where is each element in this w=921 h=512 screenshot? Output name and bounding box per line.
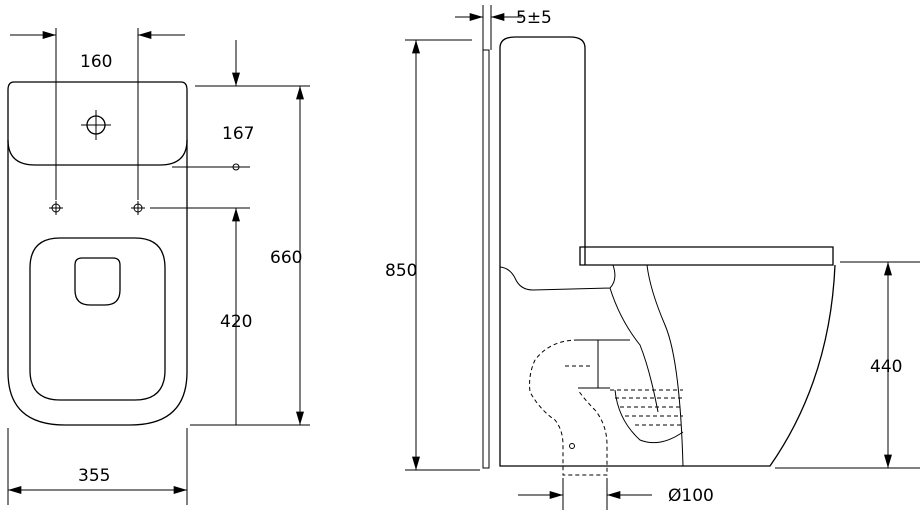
bowl — [499, 264, 836, 467]
dim-355: 355 — [78, 466, 110, 486]
dim-167: 167 — [222, 124, 254, 144]
bolt-hole-icon — [49, 201, 145, 215]
seat-lid — [579, 246, 834, 266]
side-view: 5±5 850 440 Ø100 — [385, 5, 920, 510]
dim-440: 440 — [870, 357, 902, 377]
flush-hole-icon — [81, 110, 111, 140]
plan-outline — [7, 81, 188, 426]
tank — [499, 36, 586, 265]
dim-850: 850 — [385, 261, 417, 281]
dim-420: 420 — [220, 312, 252, 332]
lid-outline — [74, 257, 121, 306]
dim-660: 660 — [270, 248, 302, 268]
tank-outline — [7, 139, 188, 166]
dim-160: 160 — [80, 52, 112, 72]
wall — [482, 49, 490, 469]
dim-wall-gap: 5±5 — [516, 8, 552, 28]
dim-outlet-diameter: Ø100 — [668, 486, 714, 506]
seat-outline — [29, 237, 166, 401]
plan-view: 160 167 660 420 355 — [7, 28, 310, 505]
